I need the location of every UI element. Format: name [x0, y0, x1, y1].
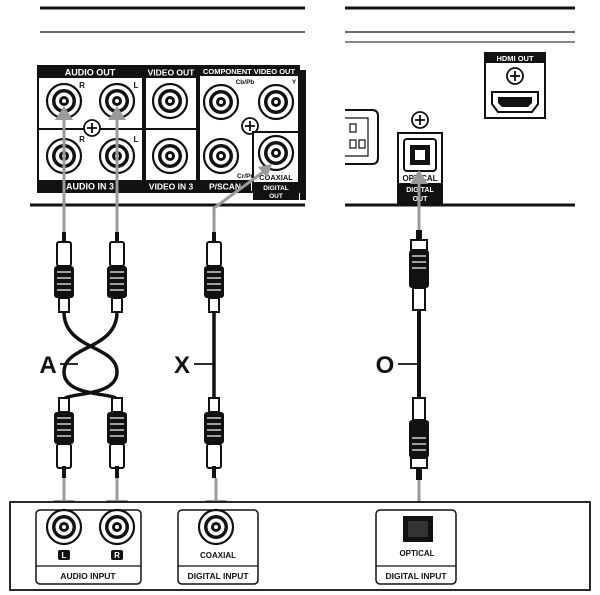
component-pb-jack[interactable] [202, 83, 240, 121]
audio-out-r-label: R [79, 81, 85, 90]
pscan-label: P/SCAN [209, 182, 241, 192]
audio-out-header: AUDIO OUT [65, 68, 116, 78]
cable-o: O [376, 230, 429, 480]
component-y-jack[interactable] [257, 83, 295, 121]
amp-optical-input-port[interactable] [403, 516, 433, 542]
digital-out-label-1: DIGITAL [263, 185, 289, 192]
hdmi-out-label: HDMI OUT [496, 54, 533, 63]
amp-r-badge: R [114, 551, 120, 560]
hdmi-screw-icon [506, 67, 524, 85]
cable-a-label: A [39, 352, 56, 379]
amp-optical-label: OPTICAL [399, 549, 434, 558]
cable-a-top-plug-r[interactable] [53, 231, 75, 313]
partial-connector-icon [345, 109, 379, 165]
amp-coaxial-input-jack[interactable] [197, 508, 235, 546]
video-in-3-footer: VIDEO IN 3 [149, 182, 194, 192]
amp-audio-input-l-jack[interactable] [45, 508, 83, 546]
amp-coaxial-label: COAXIAL [200, 551, 236, 560]
amplifier-panel: L R AUDIO INPUT COAXIAL DIGITAL INPUT OP… [9, 501, 591, 591]
cable-x-top-plug[interactable] [203, 231, 225, 313]
video-in-jack[interactable] [151, 137, 189, 175]
audio-in-l-label: L [134, 135, 139, 144]
cr-pr-label: Cr/Pr [237, 173, 253, 180]
cable-x-bottom-plug[interactable] [203, 397, 225, 479]
audio-in-r-label: R [79, 135, 85, 144]
optical-out-port[interactable] [403, 138, 437, 172]
amp-audio-input-r-jack[interactable] [98, 508, 136, 546]
audio-screw-icon [83, 119, 101, 137]
amp-l-badge: L [62, 551, 67, 560]
cable-a-bottom-plug-r[interactable] [106, 397, 128, 479]
cable-o-bottom-plug[interactable] [409, 397, 429, 480]
optical-screw-icon [411, 111, 429, 129]
coaxial-out-label: COAXIAL [259, 173, 293, 182]
hdmi-out-port[interactable] [491, 91, 539, 113]
component-video-out-header: COMPONENT VIDEO OUT [203, 67, 296, 76]
audio-input-label: AUDIO INPUT [60, 571, 116, 581]
cable-a-top-plug-l[interactable] [106, 231, 128, 313]
player-rear-panel-left: AUDIO OUT AUDIO IN 3 R L R L VIDEO OUT V… [30, 6, 306, 207]
digital-input-label-2: DIGITAL INPUT [385, 571, 447, 581]
cable-o-label: O [376, 352, 395, 379]
coaxial-digital-out-jack[interactable] [257, 134, 295, 172]
cable-a: A [39, 231, 128, 479]
digital-out-label-2: OUT [269, 193, 283, 200]
digital-input-label-1: DIGITAL INPUT [187, 571, 249, 581]
y-label: Y [292, 79, 297, 86]
cable-a-bottom-plug-l[interactable] [53, 397, 75, 479]
cb-pb-label: Cb/Pb [236, 79, 255, 86]
cable-x-label: X [174, 352, 190, 379]
video-out-jack[interactable] [151, 82, 189, 120]
video-out-header: VIDEO OUT [148, 68, 196, 78]
player-rear-panel-right: OPTICAL DIGITAL OUT HDMI OUT [345, 6, 575, 207]
audio-out-l-label: L [134, 81, 139, 90]
audio-in-3-footer: AUDIO IN 3 [66, 182, 114, 192]
cable-o-top-plug[interactable] [409, 230, 429, 311]
component-pr-jack[interactable] [202, 137, 240, 175]
cable-x: X [174, 231, 225, 479]
